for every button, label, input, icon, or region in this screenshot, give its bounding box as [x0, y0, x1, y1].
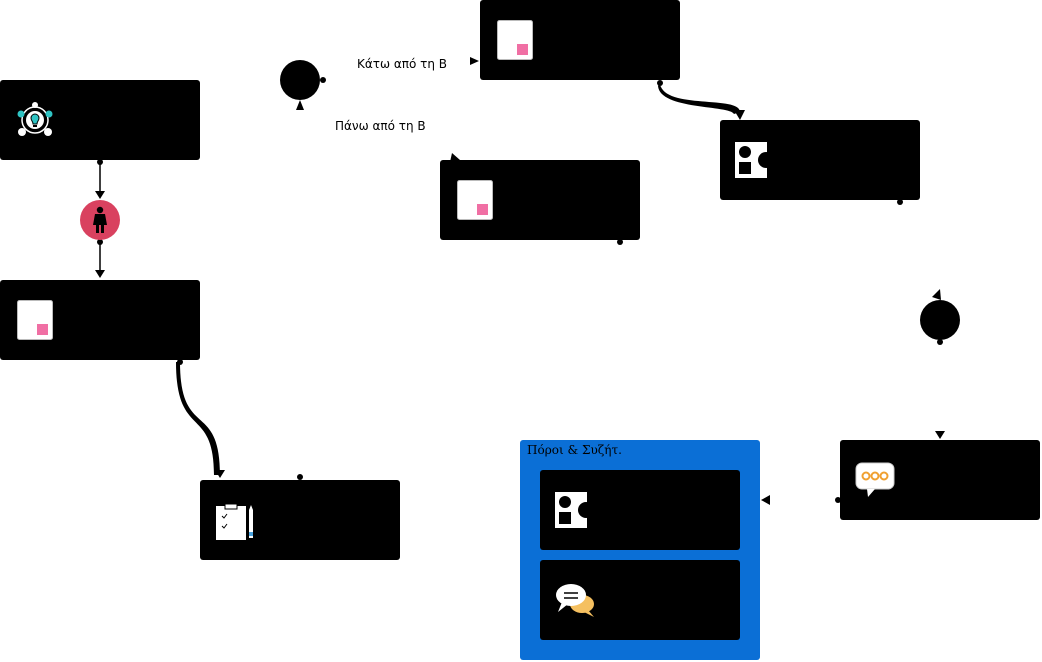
lightbulb-network-icon	[15, 100, 55, 144]
document-icon	[457, 180, 493, 224]
shapes-icon	[735, 142, 775, 182]
node-discussion-group[interactable]	[540, 560, 740, 640]
edge-event-to-doc-mid[interactable]	[450, 153, 460, 162]
node-shapes-right[interactable]	[720, 120, 920, 200]
node-document-top[interactable]	[480, 0, 680, 80]
discussion-bubbles-icon	[554, 582, 598, 622]
node-idea[interactable]	[0, 80, 200, 160]
group-title: Πόροι & Συζήτ.	[527, 443, 622, 457]
edge-chat-to-group[interactable]	[761, 495, 770, 505]
edge-label-above-b: Πάνω από τη Β	[335, 119, 426, 133]
speech-bubble-icon	[855, 462, 895, 502]
edge-doc-top-to-shapes[interactable]	[658, 84, 745, 120]
clipboard-checklist-icon	[216, 503, 256, 544]
person-icon[interactable]	[80, 200, 120, 240]
document-icon	[17, 300, 53, 344]
edge-label-below-b: Κάτω από τη Β	[357, 57, 448, 71]
node-shapes-group[interactable]	[540, 470, 740, 550]
edge-doc-to-checklist[interactable]	[176, 362, 225, 478]
shapes-icon	[555, 492, 595, 532]
node-document-left[interactable]	[0, 280, 200, 360]
edge-person-to-doc[interactable]	[95, 242, 105, 278]
group-resources-discussion[interactable]: Πόροι & Συζήτ.	[520, 440, 760, 660]
edge-event-to-doc-top[interactable]	[470, 57, 479, 65]
edge-idea-to-person[interactable]	[95, 162, 105, 199]
connection-ports	[97, 77, 943, 503]
event-circle-icon[interactable]	[920, 300, 960, 340]
node-checklist[interactable]	[200, 480, 400, 560]
document-icon	[497, 20, 533, 64]
node-chat-right[interactable]	[840, 440, 1040, 520]
node-document-mid[interactable]	[440, 160, 640, 240]
edge-event-right[interactable]	[932, 289, 945, 439]
event-circle-icon[interactable]	[280, 60, 320, 110]
